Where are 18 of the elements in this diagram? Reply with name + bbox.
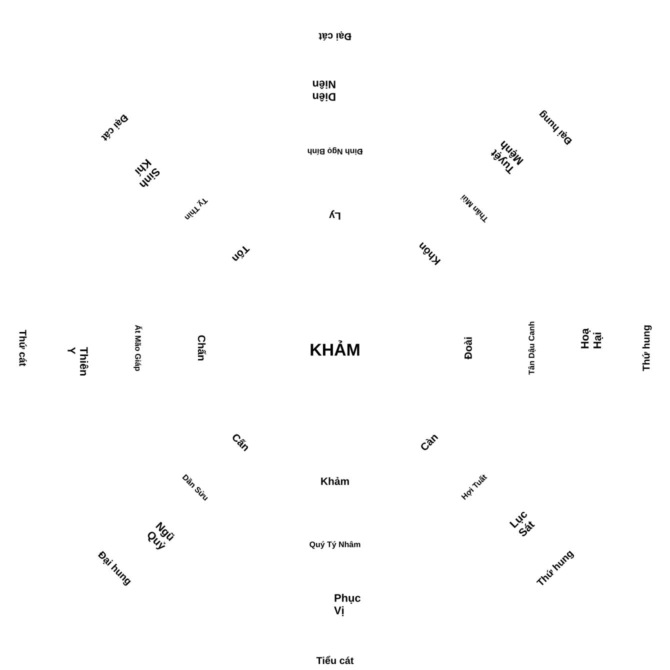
trigram-label: Khảm <box>321 477 349 485</box>
rating-label: Thứ cát <box>19 330 27 366</box>
trigram-label: Chấn <box>198 335 206 360</box>
star-label: Lục Sát <box>509 512 535 536</box>
trigram-label: Đoài <box>464 337 472 360</box>
star-label: Phục Vị <box>334 594 360 616</box>
rating-label: Tiểu cát <box>316 656 354 664</box>
star-label: Hoạ Hại <box>581 328 603 348</box>
rating-label: Đại cát <box>101 114 128 141</box>
trigram-label: Cấn <box>232 434 248 452</box>
trigram-label: Ly <box>329 210 340 220</box>
rating-label: Đại cát <box>318 31 352 41</box>
trigram-label: Tốn <box>232 246 250 261</box>
star-label: Diên Niên <box>312 80 336 102</box>
rating-label: Thứ hung <box>642 325 652 372</box>
center-label: KHẢM <box>310 340 360 356</box>
star-label: Thiên Y <box>68 347 88 376</box>
trigram-label: Càn <box>421 434 438 450</box>
